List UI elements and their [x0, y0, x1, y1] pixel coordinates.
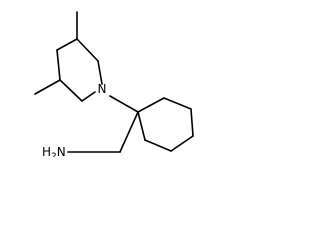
- molecule-diagram: N H2N: [34, 11, 194, 157]
- bond-r4-r5: [144, 139, 172, 152]
- bond-c5-c6: [59, 79, 83, 102]
- bond-c4-c5: [56, 49, 61, 81]
- structure-canvas: N H2N: [0, 0, 224, 157]
- bond-cq-ch2: [119, 111, 139, 153]
- bond-n-c2: [97, 60, 103, 85]
- bond-cq-r1: [137, 97, 165, 113]
- bond-r2-r3: [190, 108, 194, 137]
- bond-r5-cq: [137, 111, 146, 141]
- bond-r1-r2: [163, 97, 192, 110]
- methyl-bond-left: [34, 79, 61, 95]
- aminomethyl-group: [67, 111, 139, 153]
- bond-n-cq: [109, 95, 139, 113]
- bond-c2-c3: [76, 38, 99, 62]
- amine-group-label: H2N: [42, 145, 66, 157]
- bond-r3-r4: [170, 135, 194, 152]
- bond-c6-n: [81, 91, 96, 102]
- bond-c3-c4: [56, 38, 78, 51]
- nitrogen-atom-label: N: [98, 82, 107, 96]
- piperidine-ring: [56, 38, 103, 102]
- methyl-groups: [34, 11, 78, 95]
- cyclohexane-ring: [137, 97, 194, 152]
